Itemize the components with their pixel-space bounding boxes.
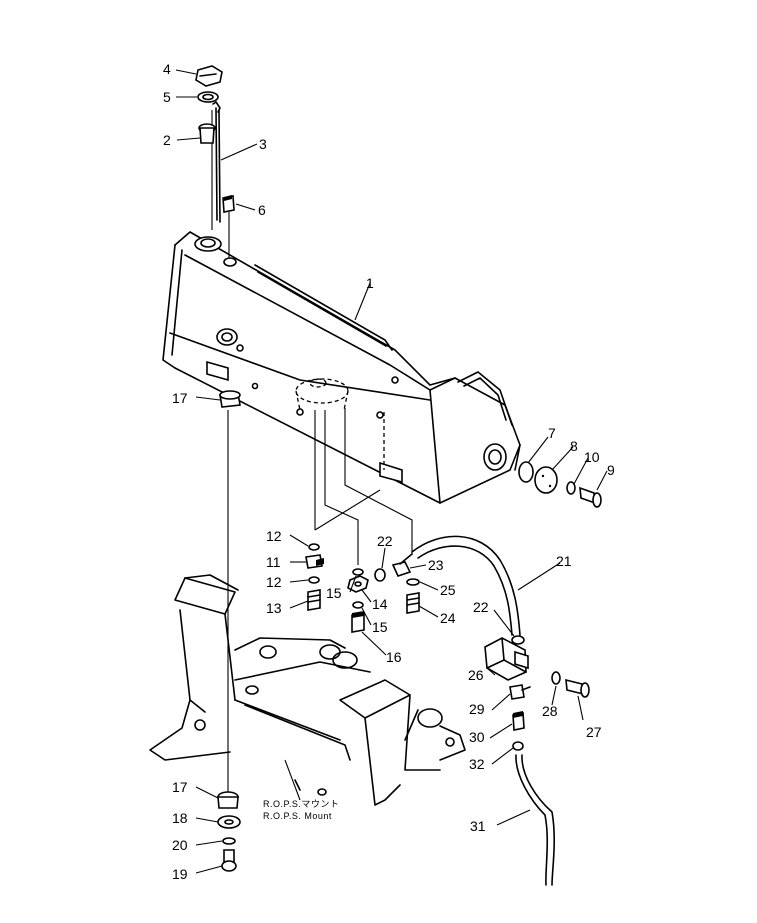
callout-18: 18 [172,810,188,826]
hose-21 [411,535,521,636]
callout-19: 19 [172,866,188,882]
callout-12a: 12 [266,528,282,544]
callout-32: 32 [469,756,485,772]
cover-plate-8 [534,466,558,494]
callout-22b: 22 [473,599,489,615]
seal-15-upper [352,568,364,576]
callout-3: 3 [259,136,267,152]
plate-18 [217,815,241,829]
rops-frame [149,574,466,806]
callout-9: 9 [607,462,615,478]
valve-26 [484,637,529,681]
connector-30 [512,711,525,731]
breather-plug [222,195,235,258]
callout-30: 30 [469,729,485,745]
washer-22-lower [511,635,525,645]
seal-15-lower [352,601,364,609]
bolt-9 [579,486,602,508]
cap-gasket [197,91,219,103]
callout-16: 16 [386,649,402,665]
seal-12-upper [308,543,320,551]
bolt-27 [565,678,590,698]
callout-7: 7 [548,425,556,441]
leader-lines [175,69,608,874]
connector-24 [406,592,420,614]
callout-21: 21 [556,553,572,569]
nut-14 [347,575,369,593]
o-ring-7 [518,461,534,483]
rubber-mount-17-upper [219,390,241,408]
washer-20 [222,837,236,845]
callout-31: 31 [470,818,486,834]
rops-mount-note-jp: R.O.P.S.マウント [263,799,339,809]
fuel-tank [162,231,521,504]
callout-17a: 17 [172,390,188,406]
drain-hose-31 [515,754,556,886]
rops-mount-note-en: R.O.P.S. Mount [263,811,332,821]
cock-29 [509,684,531,700]
callout-23: 23 [428,557,444,573]
callout-13: 13 [266,600,282,616]
callout-8: 8 [570,438,578,454]
plug-16 [351,611,365,633]
callout-17b: 17 [172,779,188,795]
assembly-lines [211,110,413,795]
callout-11: 11 [266,554,281,570]
callout-1: 1 [366,275,374,291]
callout-14: 14 [372,596,388,612]
callout-20: 20 [172,837,188,853]
filler-cap [195,65,223,87]
callout-24: 24 [440,610,456,626]
callout-25: 25 [440,582,456,598]
callout-5: 5 [163,89,171,105]
callout-15a: 15 [326,585,342,601]
dipstick [212,101,221,223]
seal-12-lower [308,576,320,584]
elbow-23 [391,553,413,577]
rops-mount-note: R.O.P.S.マウント R.O.P.S. Mount [263,799,339,821]
seal-25 [406,578,420,586]
callout-10: 10 [584,449,600,465]
clamp-32 [512,741,524,751]
callout-12b: 12 [266,574,282,590]
elbow-11 [305,554,324,569]
callout-6: 6 [258,202,266,218]
callout-26: 26 [468,667,484,683]
filler-strainer [198,123,216,144]
washer-22-upper [374,568,386,582]
rubber-mount-17-lower [217,791,239,809]
callout-29: 29 [469,701,485,717]
callout-28: 28 [542,703,558,719]
connector-13 [307,589,321,611]
callout-22a: 22 [377,533,393,549]
callout-15b: 15 [372,619,388,635]
washer-28 [551,671,561,685]
callout-27: 27 [586,724,602,740]
callout-4: 4 [163,61,171,77]
callout-labels: 1 2 3 4 5 6 7 8 9 10 11 12 12 13 14 15 1… [163,61,615,882]
washer-10 [566,481,576,495]
callout-2: 2 [163,132,171,148]
bolt-19 [221,849,237,872]
